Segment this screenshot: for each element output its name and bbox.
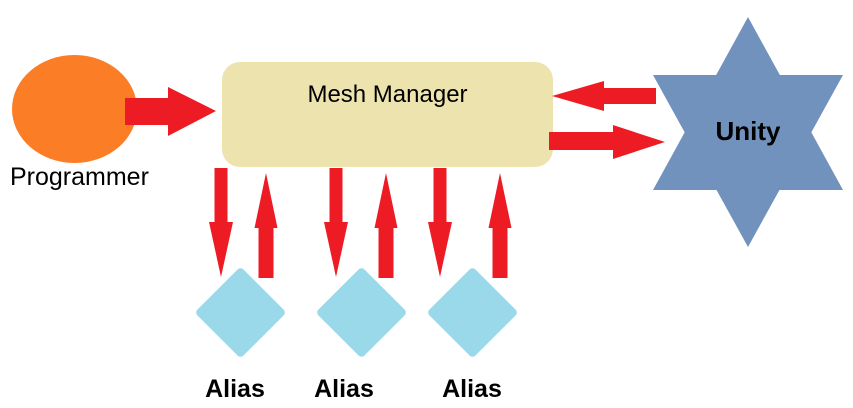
alias-2-node [315, 266, 408, 359]
arrow-unity-to-meshmanager-icon [552, 81, 656, 111]
alias-1-node [194, 266, 287, 359]
alias-3-node [426, 266, 519, 359]
alias-2-label: Alias [314, 375, 374, 403]
arrow-meshmanager-to-alias-3-down-icon [428, 168, 452, 277]
arrow-meshmanager-to-alias-1-down-icon [209, 168, 233, 277]
alias-3-label: Alias [442, 375, 502, 403]
unity-node [653, 17, 843, 247]
alias-1-label: Alias [205, 375, 265, 403]
programmer-label: Programmer [10, 163, 149, 191]
unity-label: Unity [715, 116, 781, 146]
arrow-alias-1-to-meshmanager-up-icon [254, 173, 278, 278]
unity-star-triangle-down-icon [653, 75, 843, 247]
programmer-node [12, 55, 137, 163]
mesh-manager-label: Mesh Manager [307, 81, 468, 108]
arrow-alias-3-to-meshmanager-up-icon [488, 173, 512, 278]
arrow-programmer-to-meshmanager-icon [125, 87, 216, 136]
mesh-manager-node: Mesh Manager [222, 62, 553, 167]
arrow-meshmanager-to-alias-2-down-icon [324, 168, 348, 277]
arrow-alias-2-to-meshmanager-up-icon [374, 173, 398, 278]
